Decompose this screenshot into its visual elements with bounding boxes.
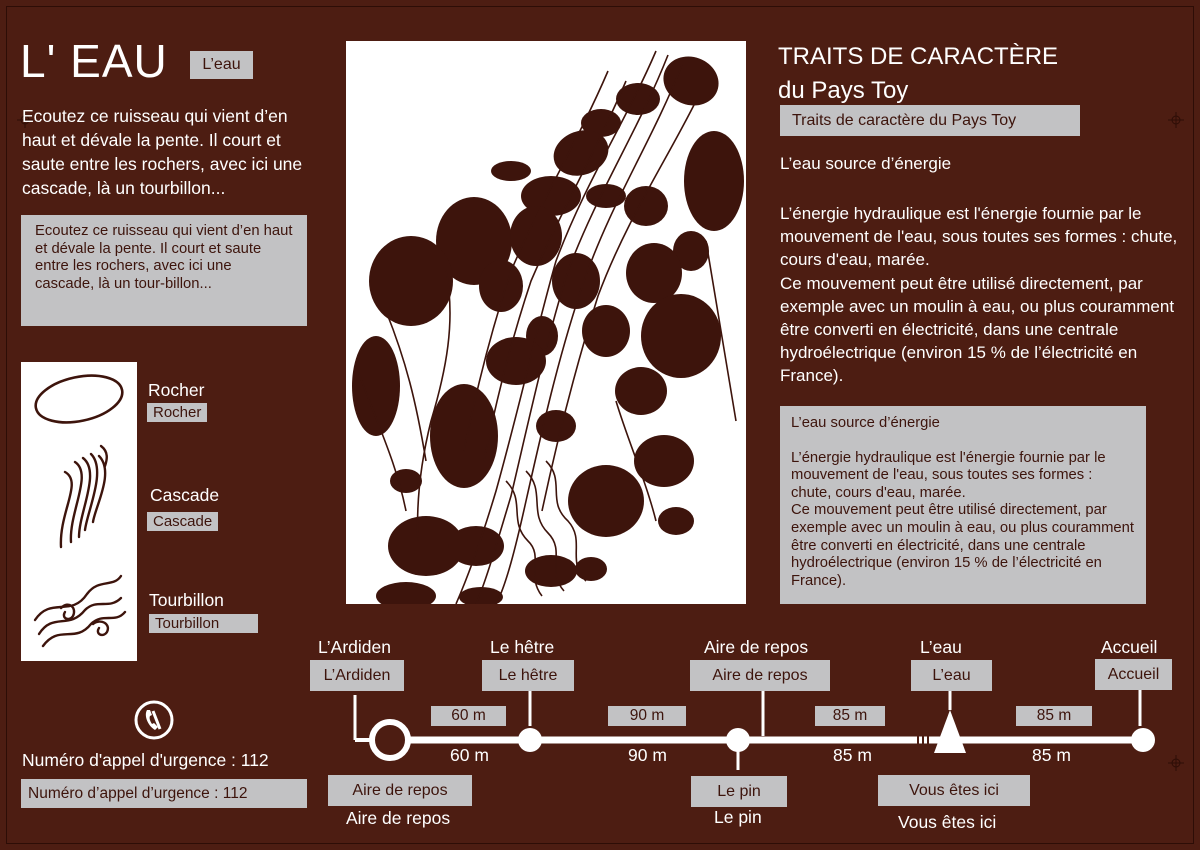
distance-tag-4: 85 m bbox=[1016, 706, 1092, 726]
rock-icon bbox=[34, 374, 124, 424]
distance-label-4: 85 m bbox=[1032, 745, 1071, 765]
distance-tag-3: 85 m bbox=[815, 706, 885, 726]
title-tag: L’eau bbox=[190, 51, 253, 79]
you-are-here-icon bbox=[934, 710, 966, 753]
registration-mark-right bbox=[1168, 112, 1184, 128]
legend-icons bbox=[33, 374, 127, 648]
section-title: TRAITS DE CARACTÈRE du Pays Toy bbox=[778, 40, 1058, 108]
whirlpool-icon bbox=[33, 574, 127, 648]
trail-label-rest-area: Aire de repos bbox=[704, 637, 809, 657]
emergency-tag: Numéro d’appel d’urgence : 112 bbox=[21, 779, 307, 808]
cascade-icon bbox=[59, 444, 108, 549]
registration-mark-left bbox=[17, 112, 33, 128]
legend-tag-cascade: Cascade bbox=[147, 512, 219, 531]
page-title: L' EAU bbox=[20, 35, 168, 87]
trail-stop-welcome bbox=[1131, 728, 1155, 752]
trail-tag-beech: Le hêtre bbox=[482, 660, 574, 691]
stream-drawing bbox=[352, 50, 744, 604]
legend-tag-rock: Rocher bbox=[147, 403, 208, 422]
trail-tag-ardiden: L’Ardiden bbox=[310, 660, 404, 691]
distance-label-2: 90 m bbox=[628, 745, 667, 765]
trail-label-beech: Le hêtre bbox=[490, 637, 555, 657]
bridge-marks bbox=[917, 735, 929, 745]
trail-label-welcome: Accueil bbox=[1101, 637, 1158, 657]
distance-tag-2: 90 m bbox=[608, 706, 686, 726]
registration-mark-bottom-right bbox=[1168, 755, 1184, 771]
intro-text: Ecoutez ce ruisseau qui vient d’en haut … bbox=[22, 106, 303, 198]
trail-tag-welcome: Accueil bbox=[1095, 659, 1172, 690]
legend-tag-whirlpool: Tourbillon bbox=[149, 614, 258, 633]
legend-label-rock: Rocher bbox=[148, 380, 205, 400]
stream-illustration bbox=[346, 41, 746, 604]
energy-box-body: L’énergie hydraulique est l'énergie four… bbox=[791, 449, 1134, 589]
trail-tag-bottom-rest-area: Aire de repos bbox=[328, 775, 472, 806]
trail-label-ardiden: L’Ardiden bbox=[318, 637, 391, 657]
energy-box-heading: L’eau source d’énergie bbox=[791, 415, 940, 431]
distance-label-3: 85 m bbox=[833, 745, 872, 765]
legend-card bbox=[21, 362, 137, 661]
energy-heading: L’eau source d’énergie bbox=[780, 154, 952, 173]
trail-label-water: L’eau bbox=[920, 637, 962, 657]
trail-tag-pine: Le pin bbox=[691, 776, 787, 807]
section-title-line2: du Pays Toy bbox=[778, 77, 909, 104]
emergency-text: Numéro d'appel d'urgence : 112 bbox=[22, 750, 269, 770]
trail-stop-rest-area bbox=[369, 719, 411, 761]
rocks bbox=[352, 56, 744, 604]
section-title-tag: Traits de caractère du Pays Toy bbox=[780, 105, 1080, 136]
trail-stop-pine bbox=[726, 728, 750, 752]
trail-stop-beech bbox=[518, 728, 542, 752]
trail-label-pine: Le pin bbox=[714, 807, 762, 827]
energy-body: L’énergie hydraulique est l'énergie four… bbox=[780, 204, 1178, 386]
legend-label-whirlpool: Tourbillon bbox=[149, 590, 224, 610]
water-lines bbox=[357, 50, 737, 604]
trail-label-bottom-rest-area: Aire de repos bbox=[346, 808, 451, 828]
trail-line bbox=[353, 690, 1155, 770]
intro-box: Ecoutez ce ruisseau qui vient d’en haut … bbox=[21, 215, 307, 326]
phone-icon bbox=[134, 700, 174, 740]
trail-tag-rest-area: Aire de repos bbox=[690, 660, 830, 691]
distance-label-1: 60 m bbox=[450, 745, 489, 765]
legend-label-cascade: Cascade bbox=[150, 485, 220, 505]
section-title-line1: TRAITS DE CARACTÈRE bbox=[778, 43, 1059, 70]
trail-tag-water: L’eau bbox=[911, 660, 992, 691]
trail-label-you-are-here: Vous êtes ici bbox=[898, 812, 997, 832]
panel-frame bbox=[6, 6, 1194, 844]
energy-box: L’eau source d’énergie L’énergie hydraul… bbox=[780, 406, 1146, 604]
trail-tag-you-are-here: Vous êtes ici bbox=[878, 775, 1030, 806]
distance-tag-1: 60 m bbox=[431, 706, 506, 726]
